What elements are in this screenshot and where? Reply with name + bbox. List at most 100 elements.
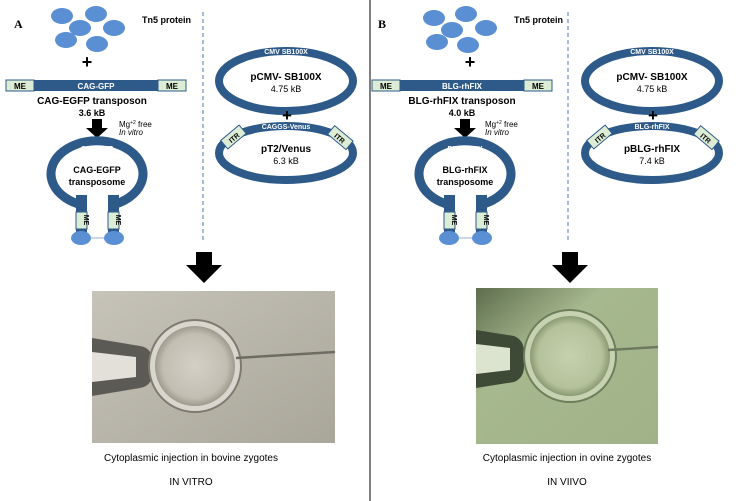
- plasmid1-label-b: CMV SB100X: [630, 49, 674, 56]
- tn5-label-b: Tn5 protein: [514, 15, 563, 25]
- plus-sign-b2: +: [648, 106, 658, 125]
- tn5-protein-blob: [426, 34, 448, 50]
- injection-needle-a: [235, 350, 336, 360]
- itr-box-left-a: [220, 124, 247, 150]
- micrograph-a: [92, 291, 336, 443]
- transposome-ring-label-b: BLG-rhFIX: [448, 146, 483, 153]
- me-label-left-a: ME: [14, 82, 27, 91]
- tn5-bound-right-a: [104, 231, 124, 245]
- transposome-line2-b: transposome: [437, 177, 494, 187]
- me-stem-box-left-a: [75, 211, 88, 230]
- injection-needle-b: [607, 345, 659, 352]
- itr-tag-left-a: ITR: [220, 124, 247, 150]
- panel-letter-b: B: [378, 17, 386, 31]
- me-label-right-b: ME: [532, 82, 545, 91]
- plasmid2-ring-a: [215, 122, 357, 184]
- me-box-left-a: [5, 79, 35, 92]
- tn5-protein-blob: [455, 6, 477, 22]
- plasmid1-ring-b: [581, 47, 723, 115]
- me-stem-label-right-b: ME: [482, 215, 489, 226]
- condition-line2-a: In vitro: [119, 128, 144, 137]
- tn5-bound-left-a: [71, 231, 91, 245]
- transposome-line2-a: transposome: [69, 177, 126, 187]
- panel-letter-a: A: [14, 17, 23, 31]
- tn5-protein-blob: [457, 37, 479, 53]
- caption-b: Cytoplasmic injection in ovine zygotes: [483, 453, 651, 464]
- plasmid2-size-a: 6.3 kB: [273, 156, 299, 166]
- tn5-protein-blob: [85, 6, 107, 22]
- transposon-name-b: BLG-rhFIX transposon: [408, 96, 515, 107]
- transposome-ring-b: [414, 136, 516, 210]
- me-label-left-b: ME: [380, 82, 393, 91]
- transposome-ring-label-a: CAG-GFP: [81, 146, 114, 153]
- zygote-cytoplasm-a: [155, 326, 235, 406]
- me-box-left-b: [371, 79, 401, 92]
- transposon-bar-label-b: BLG-rhFIX: [442, 82, 483, 91]
- mode-a: IN VITRO: [169, 477, 213, 488]
- itr-tag-left-b: ITR: [586, 124, 613, 150]
- transposome-line1-a: CAG-EGFP: [73, 165, 121, 175]
- plasmid2-name-b: pBLG-rhFIX: [624, 144, 680, 155]
- transposon-size-a: 3.6 kB: [79, 108, 106, 118]
- big-down-arrow-a: [186, 252, 222, 283]
- me-label-right-a: ME: [166, 82, 179, 91]
- transposome-line1-b: BLG-rhFIX: [443, 165, 488, 175]
- condition-line1-a: Mg+2 free: [119, 120, 152, 129]
- mode-b: IN VIIVO: [547, 477, 587, 488]
- panel-b: B Tn5 protein + ME ME BLG-rhFIX BLG-rhFI…: [371, 6, 723, 488]
- me-stem-label-left-b: ME: [450, 215, 457, 226]
- plasmid1-name-b: pCMV- SB100X: [616, 72, 687, 83]
- transposon-bar-label-a: CAG-GFP: [78, 82, 116, 91]
- itr-box-right-a: [326, 124, 354, 151]
- plus-sign-b1: +: [465, 52, 476, 72]
- tn5-protein-blob: [86, 36, 108, 52]
- tn5-protein-cluster-a: [51, 6, 125, 52]
- plasmid2-label-a: CAGGS-Venus: [262, 124, 311, 131]
- transposon-bar-a: [6, 80, 186, 91]
- plasmid1-name-a: pCMV- SB100X: [250, 72, 321, 83]
- me-stem-box-left-b: [443, 211, 456, 230]
- me-stem-label-left-a: ME: [82, 215, 89, 226]
- plus-sign-a2: +: [282, 106, 292, 125]
- me-stem-box-right-a: [107, 211, 120, 230]
- tn5-protein-blob: [423, 10, 445, 26]
- me-box-right-b: [523, 79, 553, 92]
- plasmid2-name-a: pT2/Venus: [261, 144, 311, 155]
- transposome-ring-a: [46, 136, 148, 210]
- plasmid2-label-b: BLG-rhFIX: [635, 124, 670, 131]
- tn5-bound-left-b: [439, 231, 459, 245]
- tn5-protein-cluster-b: [423, 6, 497, 53]
- down-arrow-small-a: [86, 119, 108, 138]
- itr-tag-right-a: ITR: [326, 124, 354, 151]
- panel-a: A Tn5 protein + ME ME CAG-GFP CAG-EGFP t…: [5, 6, 357, 488]
- tn5-bound-right-b: [472, 231, 492, 245]
- plasmid1-size-a: 4.75 kB: [271, 84, 302, 94]
- itr-box-right-b: [692, 124, 720, 151]
- tn5-label-a: Tn5 protein: [142, 15, 191, 25]
- tn5-protein-blob: [441, 22, 463, 38]
- holding-pipette-inner-a: [92, 352, 136, 382]
- condition-line1-b: Mg+2 free: [485, 120, 518, 129]
- me-stem-label-right-a: ME: [114, 215, 121, 226]
- me-stem-box-right-b: [475, 211, 488, 230]
- micrograph-b: [476, 288, 659, 444]
- tn5-protein-blob: [51, 8, 73, 24]
- tn5-protein-blob: [475, 20, 497, 36]
- big-down-arrow-b: [552, 252, 588, 283]
- tn5-protein-blob: [55, 32, 77, 48]
- transposon-bar-b: [372, 80, 552, 91]
- plus-sign-a1: +: [82, 52, 93, 72]
- itr-box-left-b: [586, 124, 613, 150]
- plasmid1-ring-a: [215, 47, 357, 115]
- tn5-protein-blob: [69, 20, 91, 36]
- plasmid2-ring-b: [581, 122, 723, 184]
- condition-line2-b: In vitro: [485, 128, 510, 137]
- down-arrow-small-b: [454, 119, 476, 138]
- plasmid1-label-a: CMV SB100X: [264, 49, 308, 56]
- me-box-right-a: [157, 79, 187, 92]
- plasmid2-size-b: 7.4 kB: [639, 156, 665, 166]
- plasmid1-size-b: 4.75 kB: [637, 84, 668, 94]
- caption-a: Cytoplasmic injection in bovine zygotes: [104, 453, 278, 464]
- itr-tag-right-b: ITR: [692, 124, 720, 151]
